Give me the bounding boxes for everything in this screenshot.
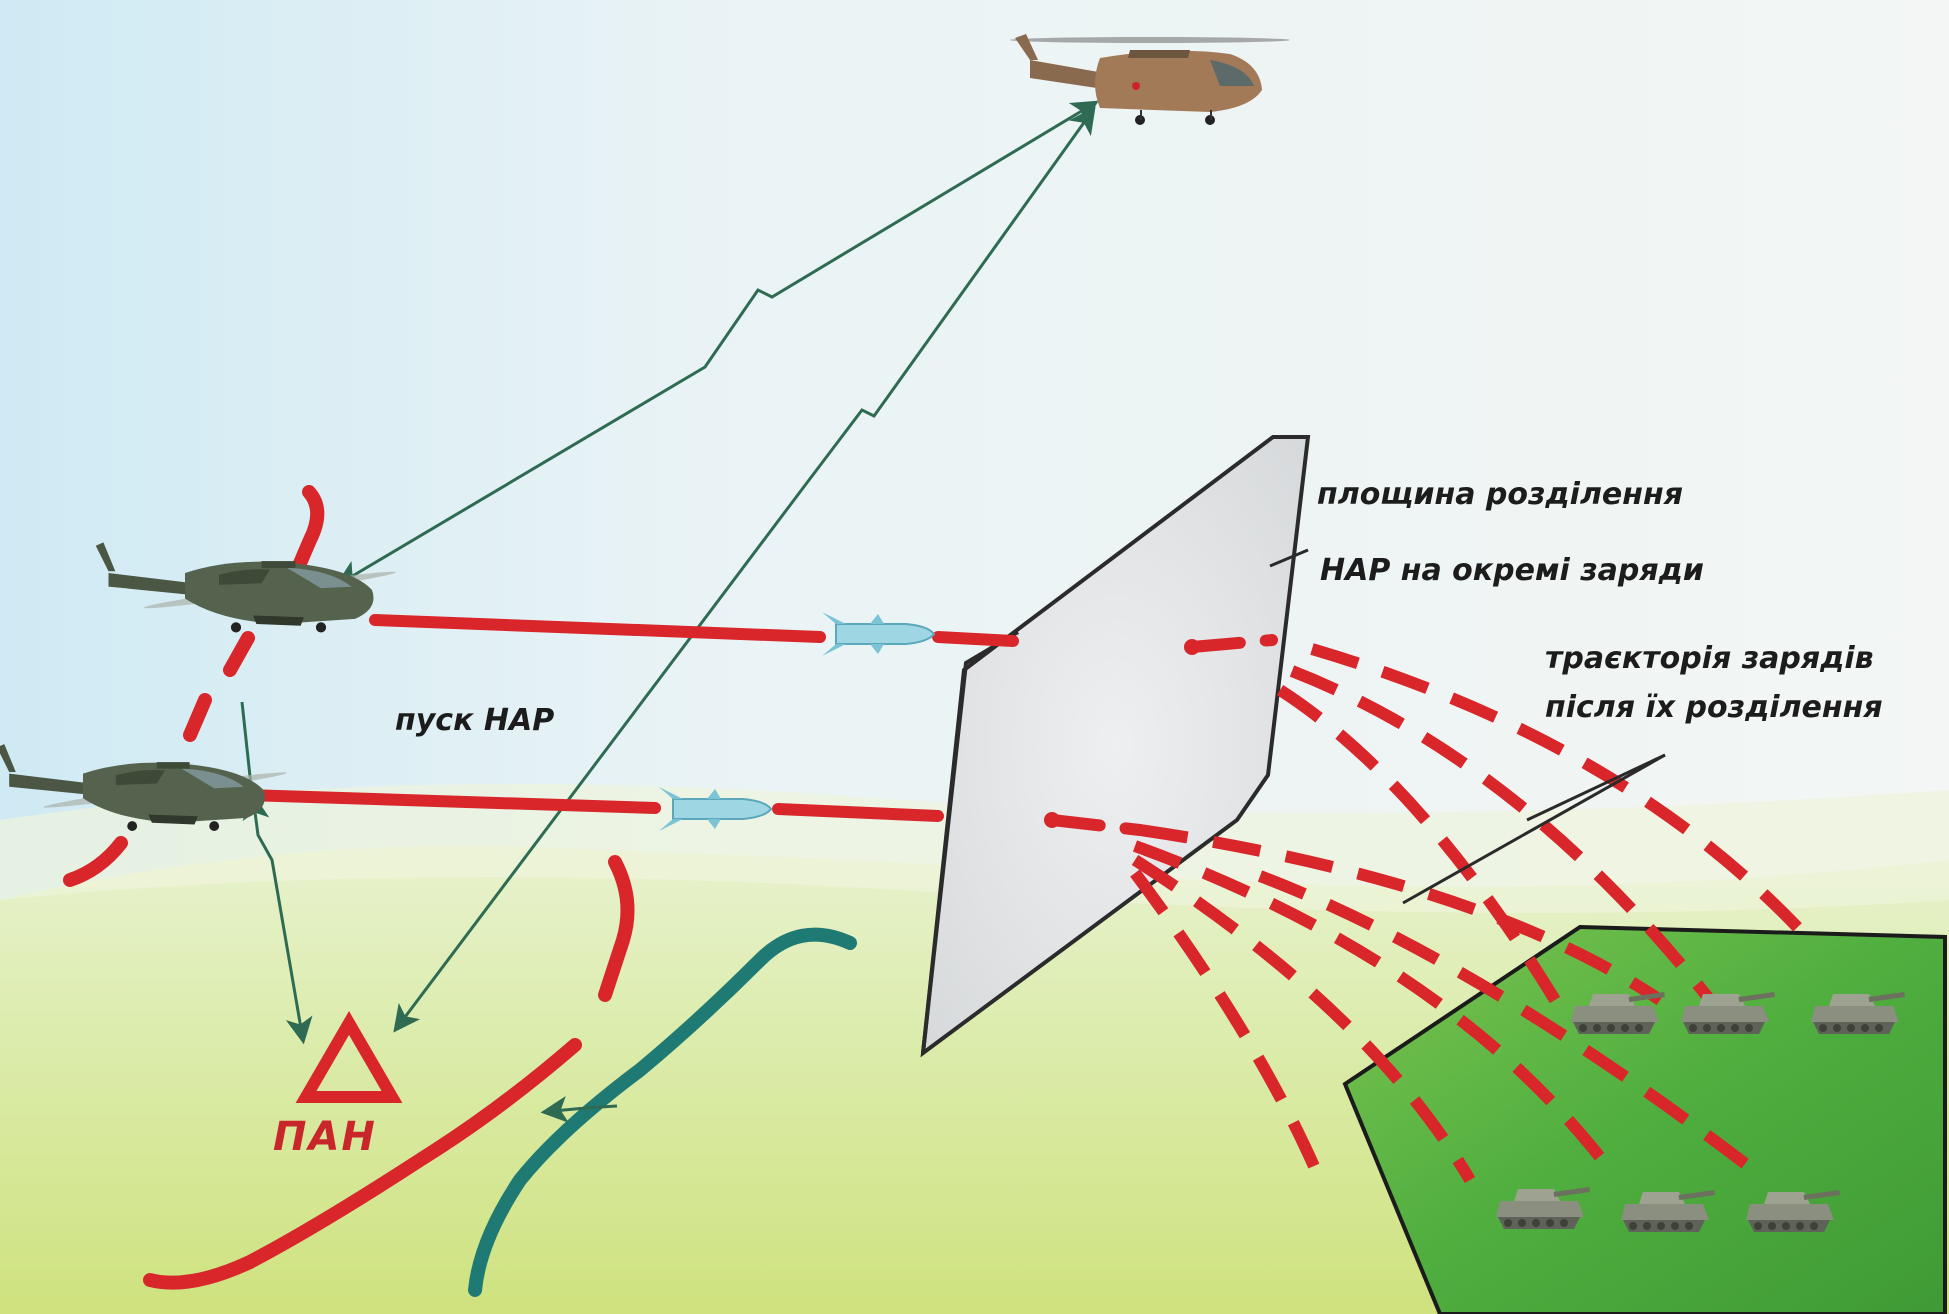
fragment-heads	[1044, 639, 1200, 828]
launch-label: пуск НАР	[395, 703, 555, 738]
separation-plane-label-line2: НАР на окремі заряди	[1320, 553, 1704, 588]
trajectory-label-line2: після їх розділення	[1545, 690, 1883, 725]
command-helicopter-icon	[1010, 34, 1290, 125]
observer-triangle-icon	[295, 1011, 403, 1103]
rocket-trajectories	[242, 614, 1019, 822]
trajectory-label-line1: траєкторія зарядів	[1545, 641, 1874, 676]
comm-arrows	[240, 100, 1099, 1123]
label-leaders	[1269, 548, 1666, 905]
pan-label: ПАН	[273, 1114, 377, 1160]
fragment-trajectories	[1046, 634, 1805, 1184]
separation-plane-label-line1: площина розділення	[1317, 477, 1683, 512]
